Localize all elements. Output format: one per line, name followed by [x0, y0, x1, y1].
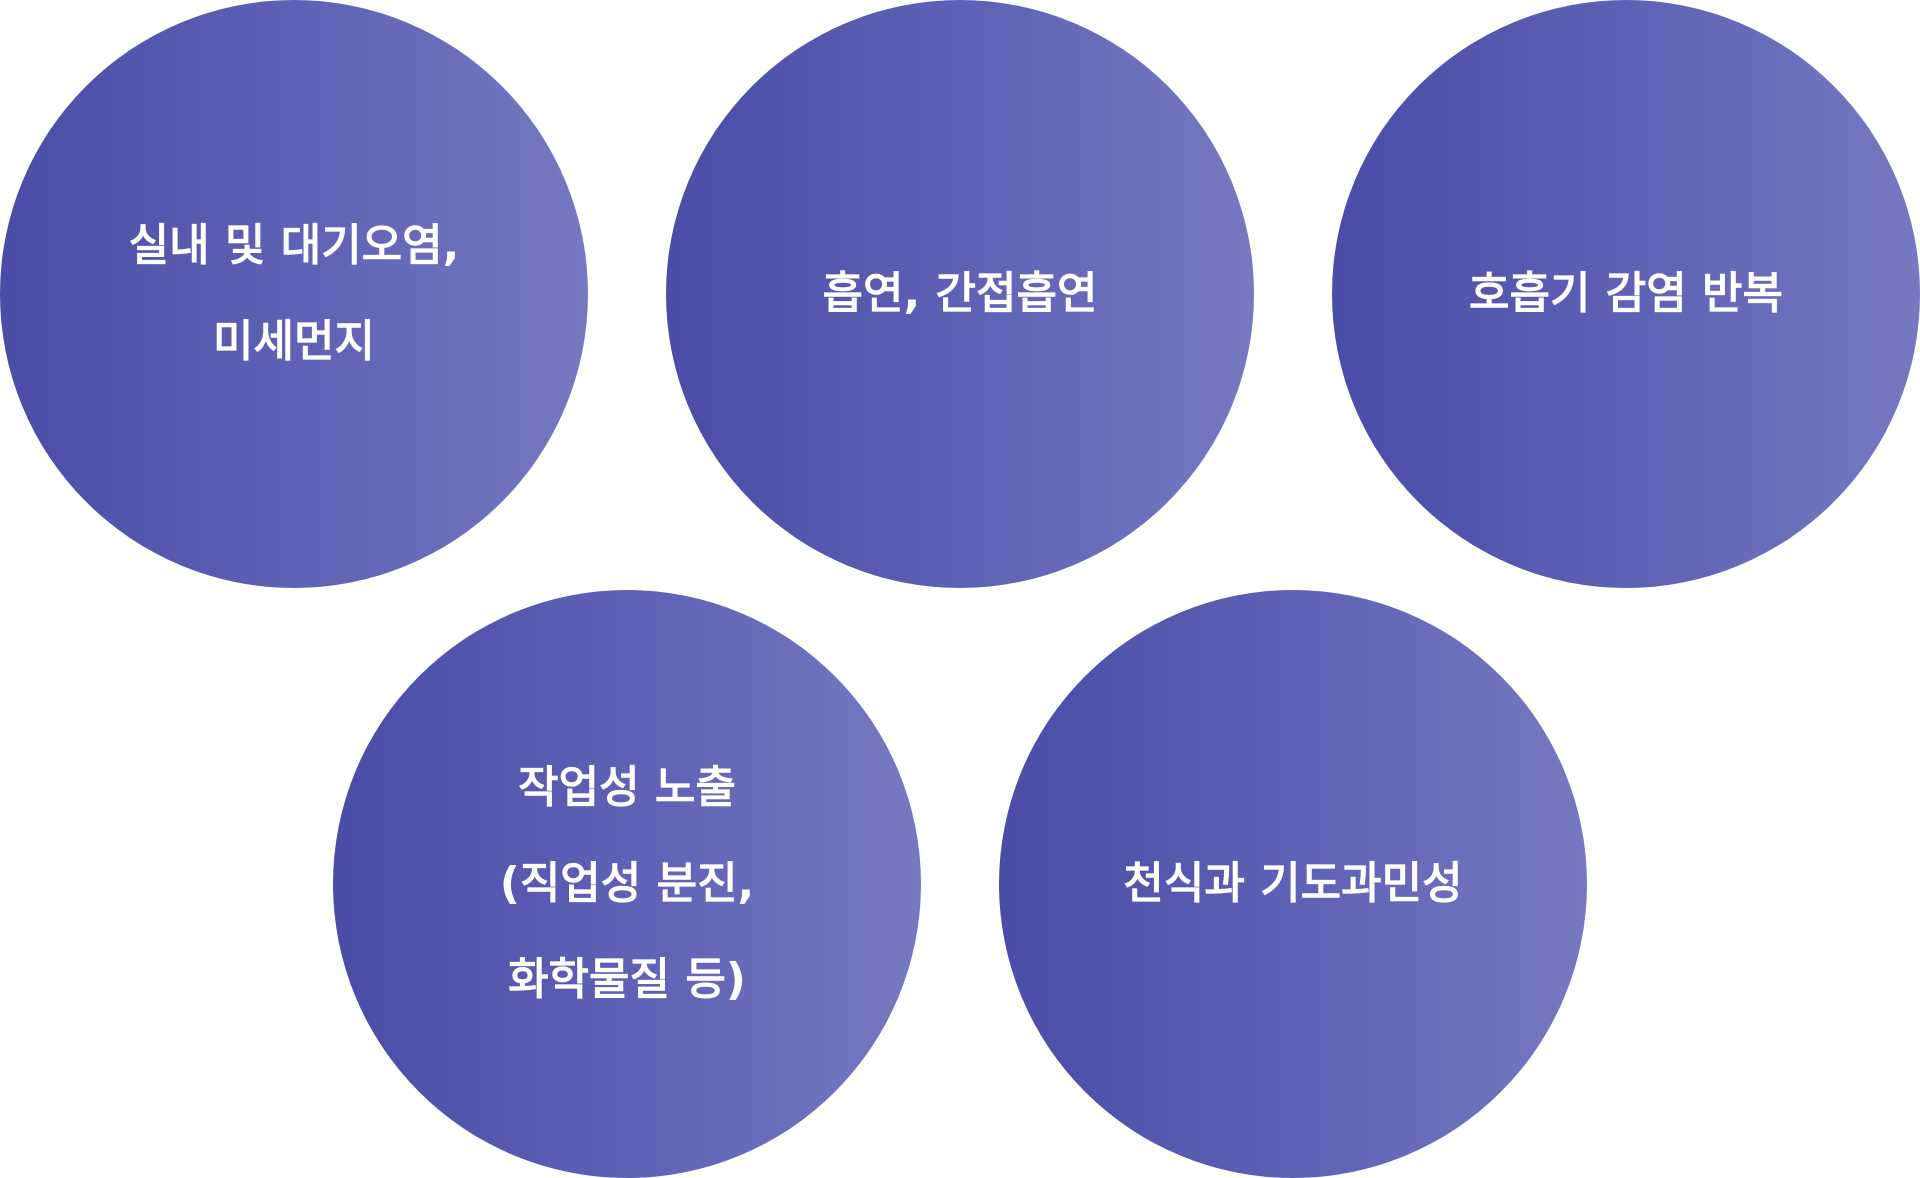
- circle-label: 천식과 기도과민성: [1123, 836, 1462, 932]
- risk-factor-circle-smoking: 흡연, 간접흡연: [666, 0, 1254, 588]
- risk-factor-circle-air-pollution: 실내 및 대기오염, 미세먼지: [0, 0, 588, 588]
- circle-label-line: 작업성 노출: [518, 762, 736, 813]
- circle-label-line: 화학물질 등): [508, 954, 746, 1005]
- circle-label: 작업성 노출 (직업성 분진, 화학물질 등): [500, 740, 755, 1028]
- circle-label-line: 실내 및 대기오염,: [128, 220, 460, 271]
- circle-label: 호흡기 감염 반복: [1469, 246, 1783, 342]
- circle-label-line: 호흡기 감염 반복: [1469, 268, 1783, 319]
- risk-factor-circle-occupational-exposure: 작업성 노출 (직업성 분진, 화학물질 등): [333, 590, 921, 1178]
- risk-factor-circle-asthma: 천식과 기도과민성: [999, 590, 1587, 1178]
- circle-label-line: 흡연, 간접흡연: [822, 268, 1098, 319]
- risk-factor-circle-respiratory-infection: 호흡기 감염 반복: [1332, 0, 1920, 588]
- circle-label-line: (직업성 분진,: [499, 858, 755, 909]
- circle-label: 실내 및 대기오염, 미세먼지: [129, 198, 460, 390]
- circle-label-line: 천식과 기도과민성: [1123, 858, 1463, 909]
- circle-label: 흡연, 간접흡연: [823, 246, 1098, 342]
- circle-label-line: 미세먼지: [213, 316, 375, 367]
